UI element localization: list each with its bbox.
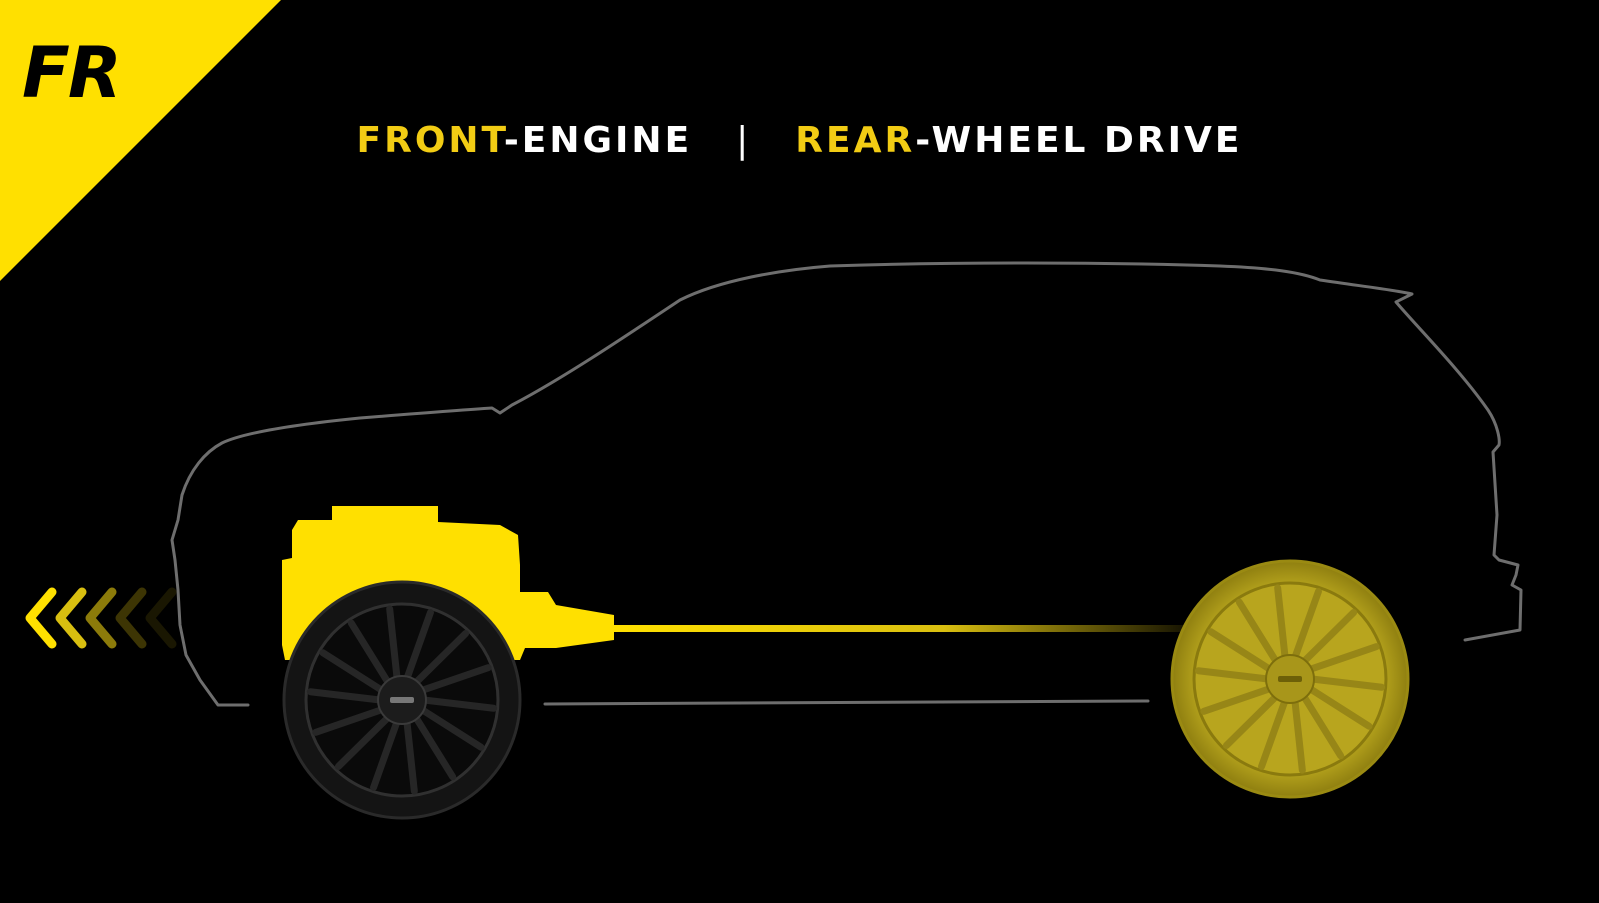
drive-shaft xyxy=(614,625,1214,632)
front-wheel xyxy=(284,582,520,818)
chevron-left-icon xyxy=(150,592,172,644)
underbody-line xyxy=(545,701,1148,704)
chevron-left-icon xyxy=(90,592,112,644)
direction-chevrons xyxy=(30,592,172,644)
chevron-left-icon xyxy=(120,592,142,644)
chevron-left-icon xyxy=(30,592,52,644)
rear-wheel xyxy=(1172,561,1408,797)
chevron-left-icon xyxy=(60,592,82,644)
